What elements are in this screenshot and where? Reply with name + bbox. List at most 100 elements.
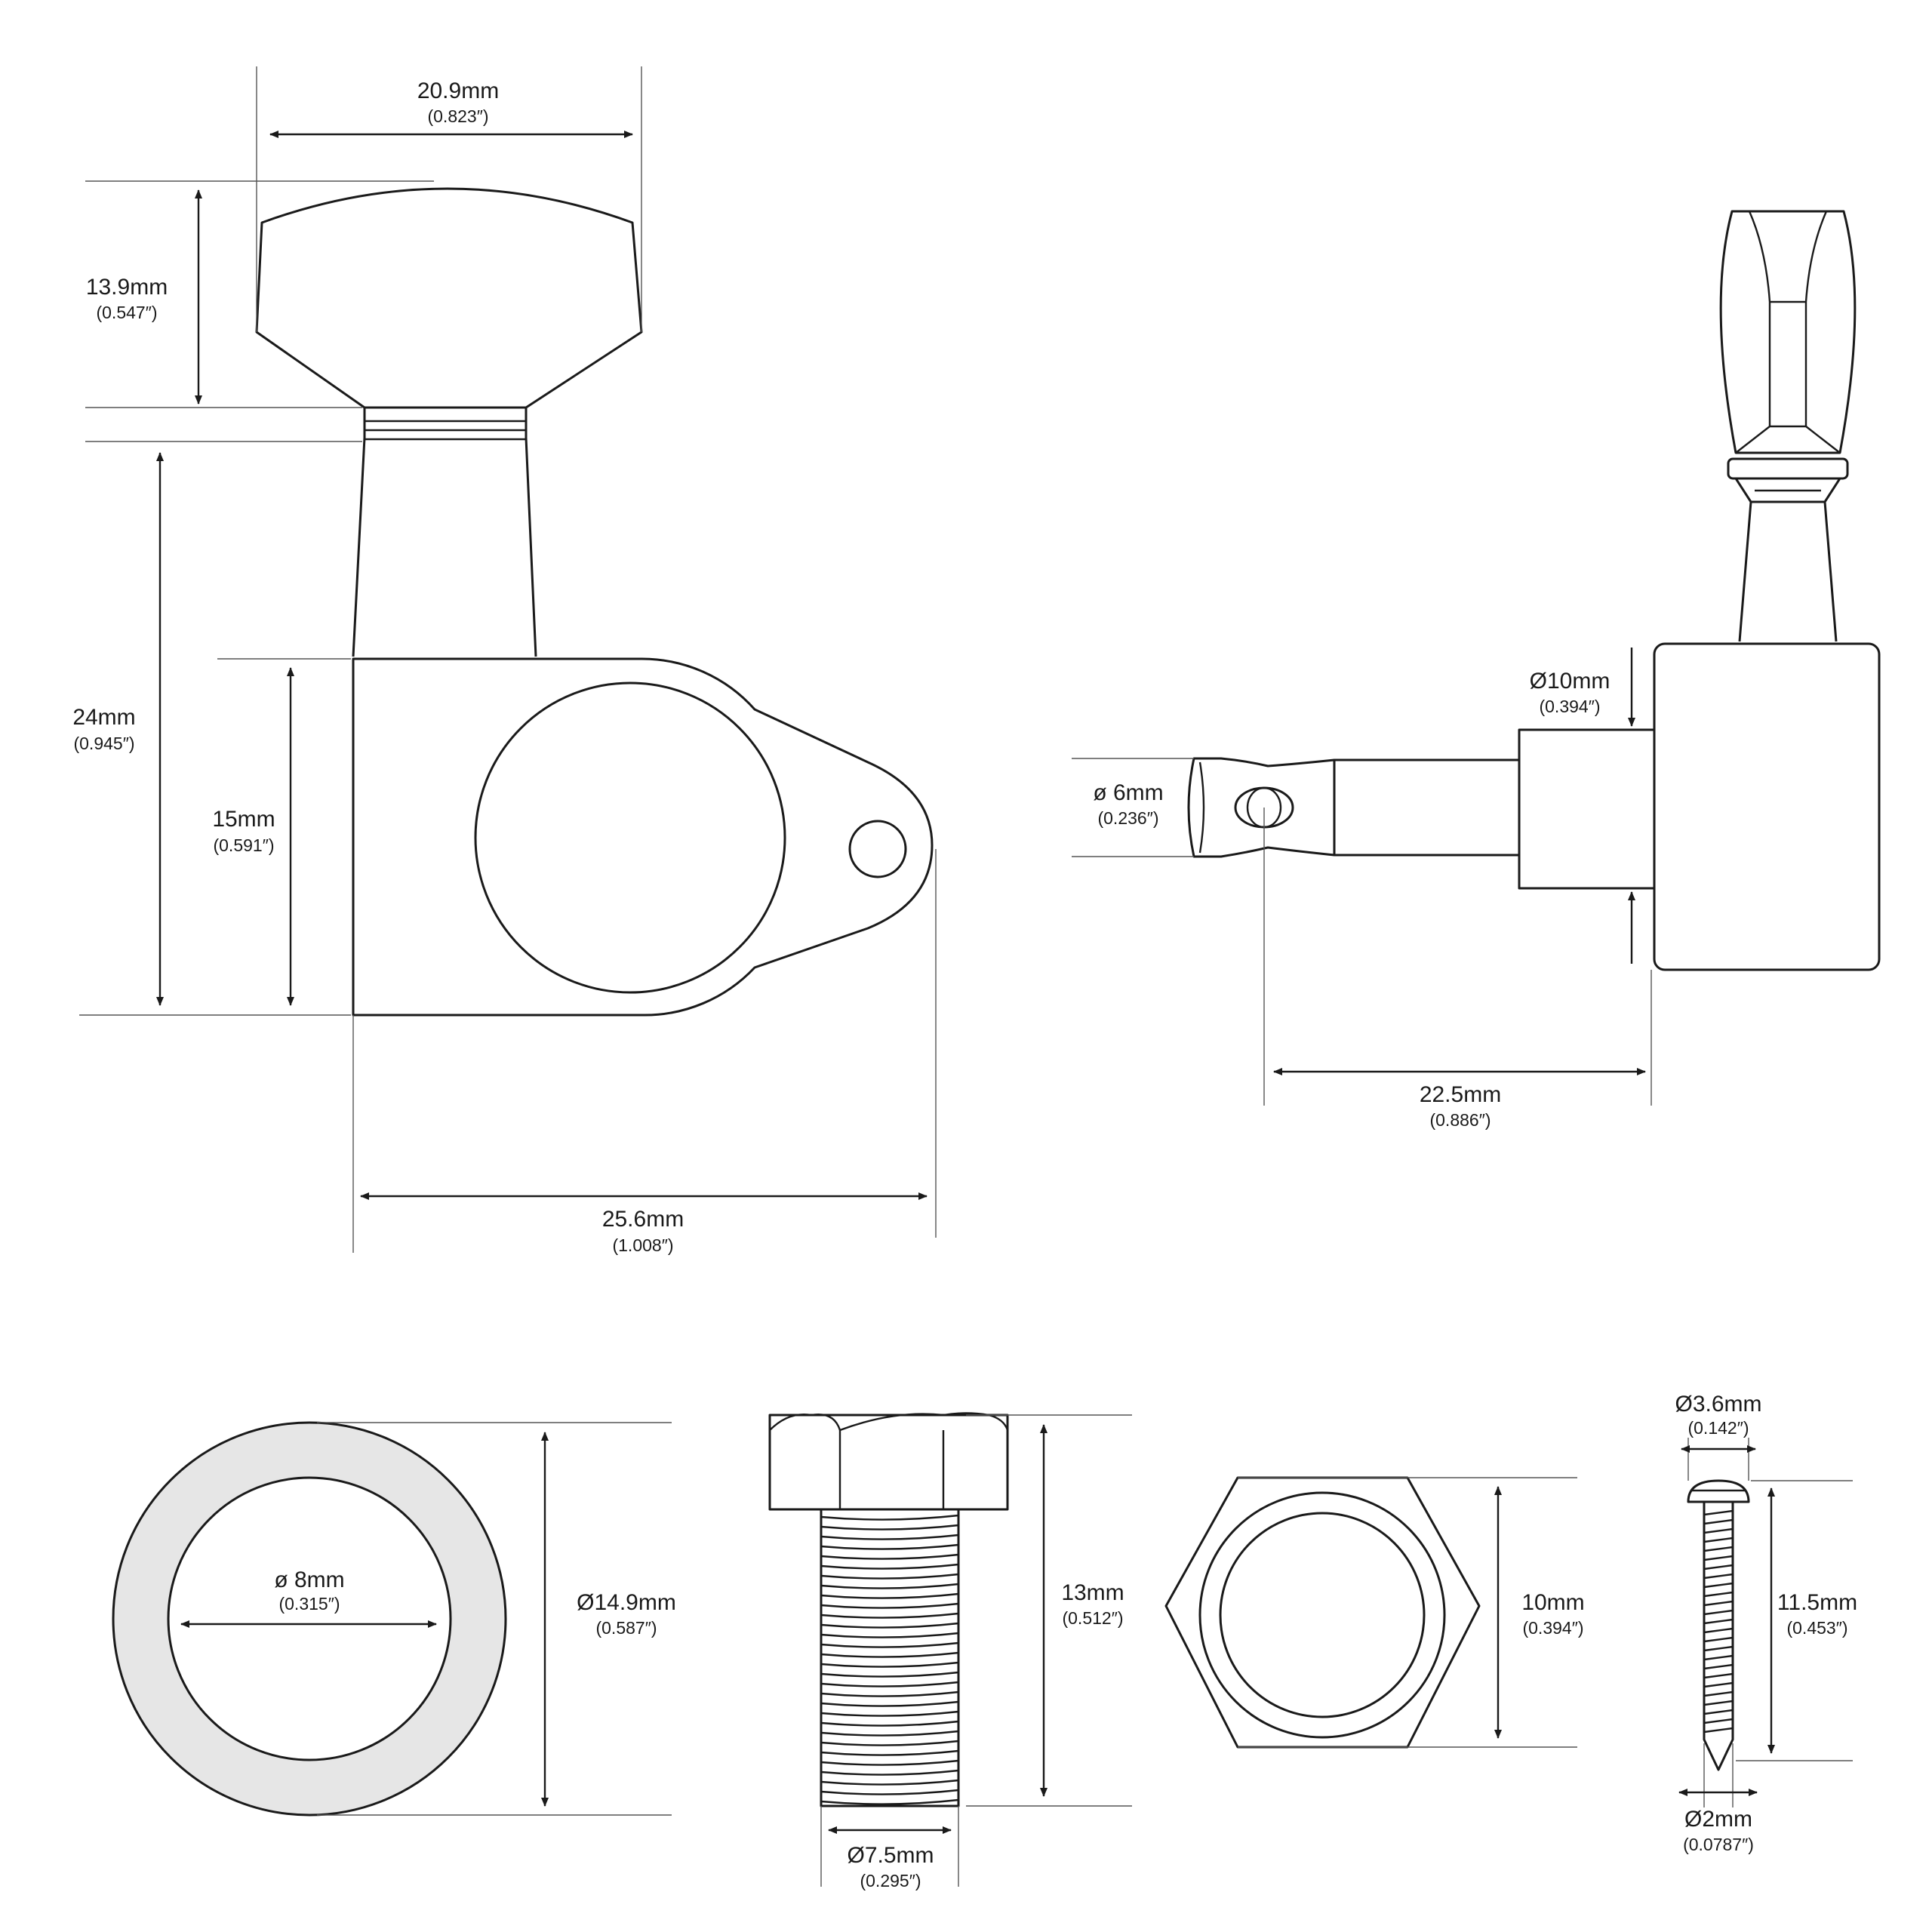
svg-text:Ø10mm: Ø10mm xyxy=(1530,669,1611,694)
washer xyxy=(112,1421,507,1817)
tuner-button-side xyxy=(1719,210,1857,503)
screw-thread-line xyxy=(1703,1700,1734,1706)
thread-line xyxy=(820,1720,959,1727)
svg-text:(0.591″): (0.591″) xyxy=(213,835,274,855)
thread-line xyxy=(820,1524,959,1531)
svg-text:Ø14.9mm: Ø14.9mm xyxy=(577,1590,676,1615)
dimension-label-bushing-diameter: Ø10mm (0.394″) xyxy=(1530,669,1611,716)
screw-thread-line xyxy=(1703,1618,1734,1625)
screw-thread-line xyxy=(1703,1709,1734,1715)
thread-line xyxy=(820,1543,959,1550)
thread-line xyxy=(820,1759,959,1766)
housing-cap xyxy=(474,681,786,994)
dimension-label-screw-tip: Ø2mm (0.0787″) xyxy=(1683,1807,1754,1854)
dimension-label-post-diameter: ø 6mm (0.236″) xyxy=(1093,780,1163,828)
svg-text:(0.394″): (0.394″) xyxy=(1539,697,1600,716)
svg-text:(0.945″): (0.945″) xyxy=(73,734,134,753)
svg-text:ø 8mm: ø 8mm xyxy=(274,1567,344,1592)
string-post-side xyxy=(1187,757,1519,858)
thread-line xyxy=(820,1779,959,1786)
svg-text:15mm: 15mm xyxy=(212,807,275,832)
svg-text:13mm: 13mm xyxy=(1061,1580,1124,1605)
thread-line xyxy=(820,1730,959,1737)
svg-text:Ø2mm: Ø2mm xyxy=(1684,1807,1752,1832)
thread-line xyxy=(820,1612,959,1619)
thread-line xyxy=(820,1641,959,1648)
side-dimension-arrows xyxy=(1273,648,1646,1075)
screw-shank xyxy=(1703,1502,1734,1771)
tuner-button-front xyxy=(255,187,643,409)
bolt-view: 13mm (0.512″) Ø7.5mm (0.295″) xyxy=(768,1412,1132,1890)
tuner-housing-side xyxy=(1653,642,1881,971)
screw-thread-line xyxy=(1703,1537,1734,1543)
svg-text:Ø3.6mm: Ø3.6mm xyxy=(1675,1392,1761,1417)
svg-text:(0.823″): (0.823″) xyxy=(427,106,488,126)
svg-text:25.6mm: 25.6mm xyxy=(602,1207,684,1232)
thread-line xyxy=(820,1661,959,1668)
screw-thread-line xyxy=(1703,1690,1734,1697)
dimension-label-bolt-diameter: Ø7.5mm (0.295″) xyxy=(847,1843,934,1890)
hex-nut xyxy=(1164,1476,1481,1749)
screw-thread-line xyxy=(1703,1591,1734,1598)
svg-text:(0.547″): (0.547″) xyxy=(96,303,157,322)
dimension-label-bolt-height: 13mm (0.512″) xyxy=(1061,1580,1124,1628)
nut-outer-ring xyxy=(1198,1491,1446,1739)
nut-inner-ring xyxy=(1219,1512,1426,1718)
svg-text:11.5mm: 11.5mm xyxy=(1777,1590,1857,1615)
screw-thread-line xyxy=(1703,1609,1734,1616)
svg-text:(1.008″): (1.008″) xyxy=(612,1235,673,1255)
screw-thread-line xyxy=(1703,1600,1734,1607)
thread-line xyxy=(820,1583,959,1589)
svg-text:10mm: 10mm xyxy=(1521,1590,1584,1615)
svg-text:(0.453″): (0.453″) xyxy=(1786,1618,1847,1638)
dimension-label-washer-outer: Ø14.9mm (0.587″) xyxy=(577,1590,676,1638)
screw-thread-line xyxy=(1703,1582,1734,1589)
hex-nut-view: 10mm (0.394″) xyxy=(1164,1476,1585,1749)
thread-line xyxy=(820,1514,959,1521)
side-view: Ø10mm (0.394″) ø 6mm (0.236″) 22.5mm (0.… xyxy=(1072,210,1881,1130)
thread-line xyxy=(820,1622,959,1629)
screw-thread-line xyxy=(1703,1546,1734,1552)
screw-thread-line xyxy=(1703,1681,1734,1688)
bolt-threads xyxy=(820,1514,959,1805)
thread-line xyxy=(820,1534,959,1540)
svg-text:(0.587″): (0.587″) xyxy=(595,1618,657,1638)
thread-line xyxy=(820,1573,959,1580)
screw-thread-line xyxy=(1703,1573,1734,1580)
mounting-hole xyxy=(848,820,907,878)
dimension-label-housing-width: 25.6mm (1.008″) xyxy=(602,1207,684,1255)
svg-text:20.9mm: 20.9mm xyxy=(417,78,499,103)
screw-thread-line xyxy=(1703,1518,1734,1525)
front-view: 20.9mm (0.823″) 13.9mm (0.547″) 24mm (0.… xyxy=(72,66,937,1255)
dimension-label-nut-size: 10mm (0.394″) xyxy=(1521,1590,1584,1638)
svg-text:(0.142″): (0.142″) xyxy=(1687,1418,1749,1438)
dimension-label-total-height: 24mm (0.945″) xyxy=(72,705,135,753)
tuner-shaft-front xyxy=(352,406,537,657)
screw-thread-line xyxy=(1703,1564,1734,1571)
dimension-label-post-length: 22.5mm (0.886″) xyxy=(1420,1082,1501,1130)
front-dimension-arrows xyxy=(156,131,928,1200)
dimension-label-washer-inner: ø 8mm (0.315″) xyxy=(274,1567,344,1614)
dimension-label-housing-height: 15mm (0.591″) xyxy=(212,807,275,855)
screw-thread-line xyxy=(1703,1527,1734,1534)
thread-line xyxy=(820,1700,959,1707)
side-extension-lines xyxy=(1072,758,1652,1106)
thread-line xyxy=(820,1602,959,1609)
thread-line xyxy=(820,1651,959,1658)
svg-text:(0.0787″): (0.0787″) xyxy=(1683,1835,1754,1854)
thread-line xyxy=(820,1592,959,1599)
svg-text:(0.512″): (0.512″) xyxy=(1062,1608,1123,1628)
svg-text:ø 6mm: ø 6mm xyxy=(1093,780,1163,805)
thread-line xyxy=(820,1681,959,1687)
thread-line xyxy=(820,1749,959,1756)
bolt-thread-outline xyxy=(820,1509,960,1807)
thread-line xyxy=(820,1769,959,1776)
svg-text:(0.394″): (0.394″) xyxy=(1522,1618,1583,1638)
screw-thread-line xyxy=(1703,1645,1734,1652)
dimension-label-button-width: 20.9mm (0.823″) xyxy=(417,78,499,126)
dimension-label-screw-head: Ø3.6mm (0.142″) xyxy=(1675,1392,1761,1438)
thread-line xyxy=(820,1671,959,1678)
dimension-label-button-height: 13.9mm (0.547″) xyxy=(86,275,168,322)
screw-thread-line xyxy=(1703,1636,1734,1643)
